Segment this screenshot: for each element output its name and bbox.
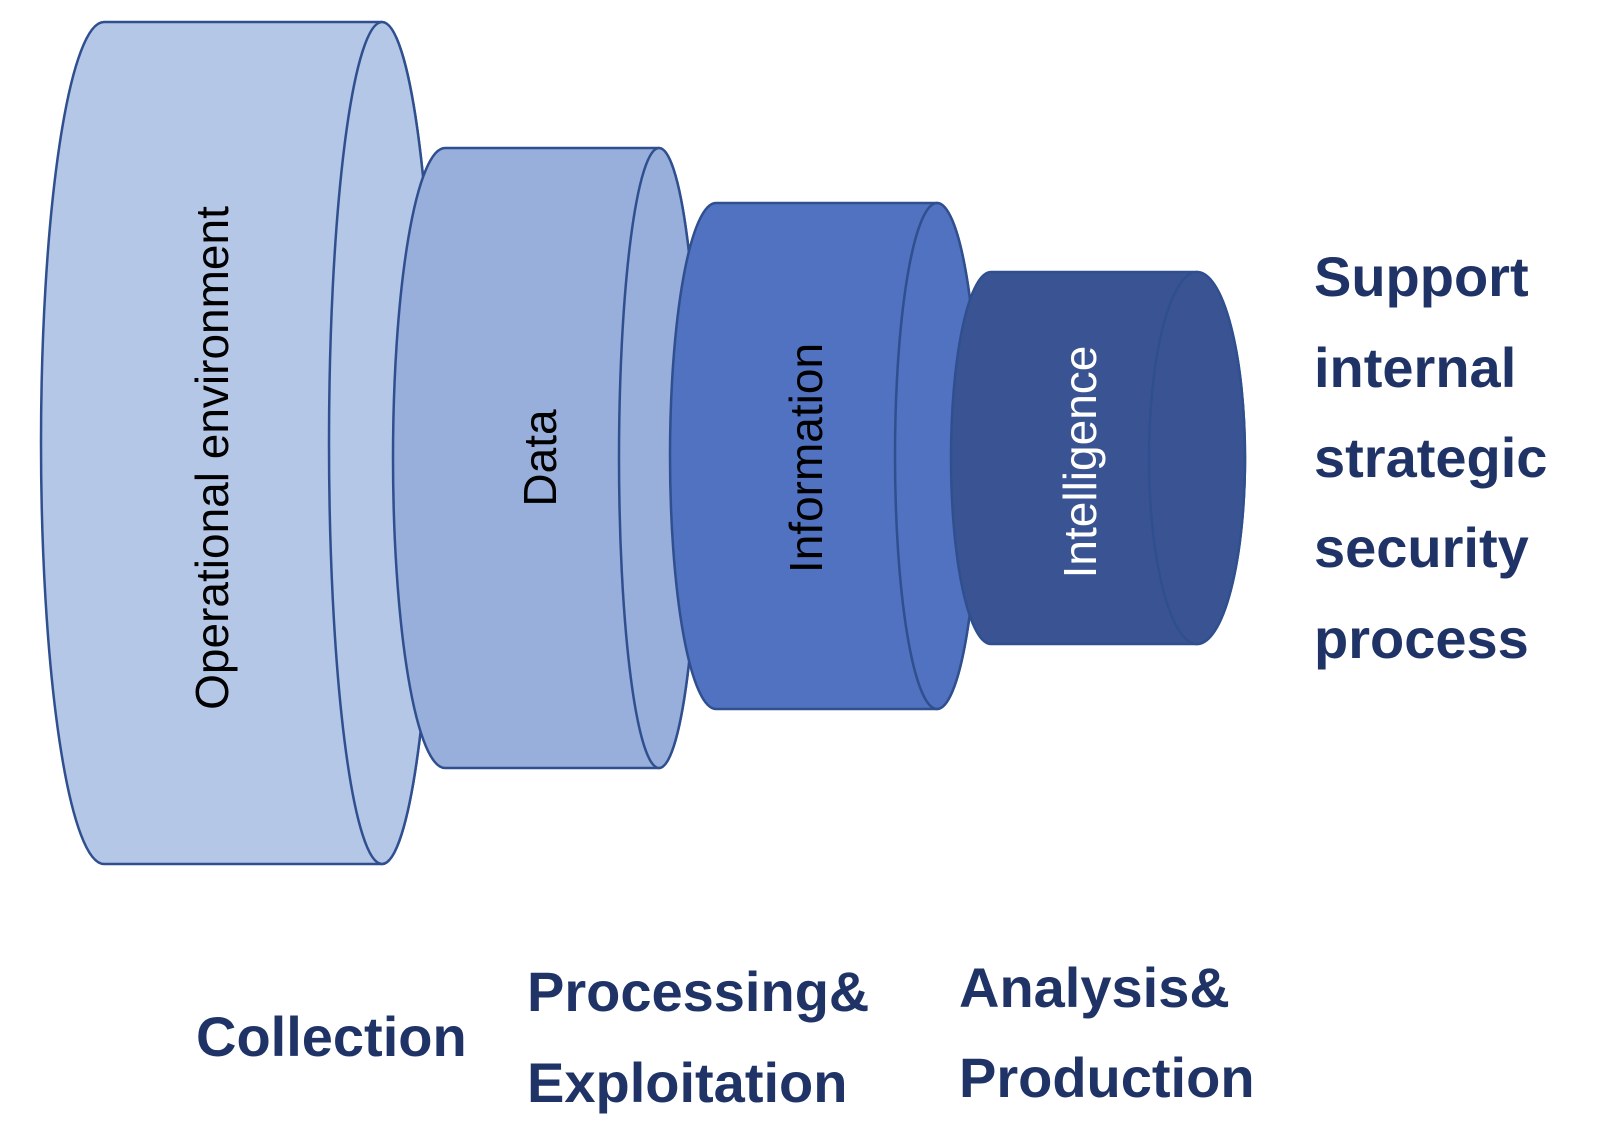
stage-analysis-label: Analysis& Production bbox=[959, 956, 1255, 1109]
stage-collection-line-1: Collection bbox=[196, 1005, 467, 1068]
stage-processing-line-2: Exploitation bbox=[527, 1051, 847, 1114]
stage-collection-label: Collection bbox=[196, 1005, 467, 1068]
stage-support-line-3: strategic bbox=[1314, 426, 1547, 489]
stage-support-line-4: security bbox=[1314, 516, 1529, 579]
stage-analysis-line-1: Analysis& bbox=[959, 956, 1230, 1019]
cylinder-data: Data bbox=[391, 146, 701, 770]
stage-processing-line-1: Processing& bbox=[527, 960, 869, 1023]
stage-support-line-1: Support bbox=[1314, 245, 1529, 308]
cylinder-operational-environment: Operational environment bbox=[39, 20, 437, 866]
cylinder-information-label: Information bbox=[780, 343, 832, 573]
stage-support-label: Support internal strategic security proc… bbox=[1314, 245, 1563, 670]
cylinder-information: Information bbox=[668, 201, 981, 711]
stage-analysis-line-2: Production bbox=[959, 1046, 1255, 1109]
cylinder-intelligence-face bbox=[1147, 270, 1247, 646]
stage-support-line-2: internal bbox=[1314, 336, 1516, 399]
cylinder-data-label: Data bbox=[514, 409, 566, 507]
cylinder-intelligence: Intelligence bbox=[949, 270, 1247, 646]
stage-processing-label: Processing& Exploitation bbox=[527, 960, 885, 1114]
stage-support-line-5: process bbox=[1314, 607, 1529, 670]
cylinder-operational-environment-label: Operational environment bbox=[186, 206, 238, 710]
cylinder-intelligence-label: Intelligence bbox=[1054, 346, 1106, 579]
